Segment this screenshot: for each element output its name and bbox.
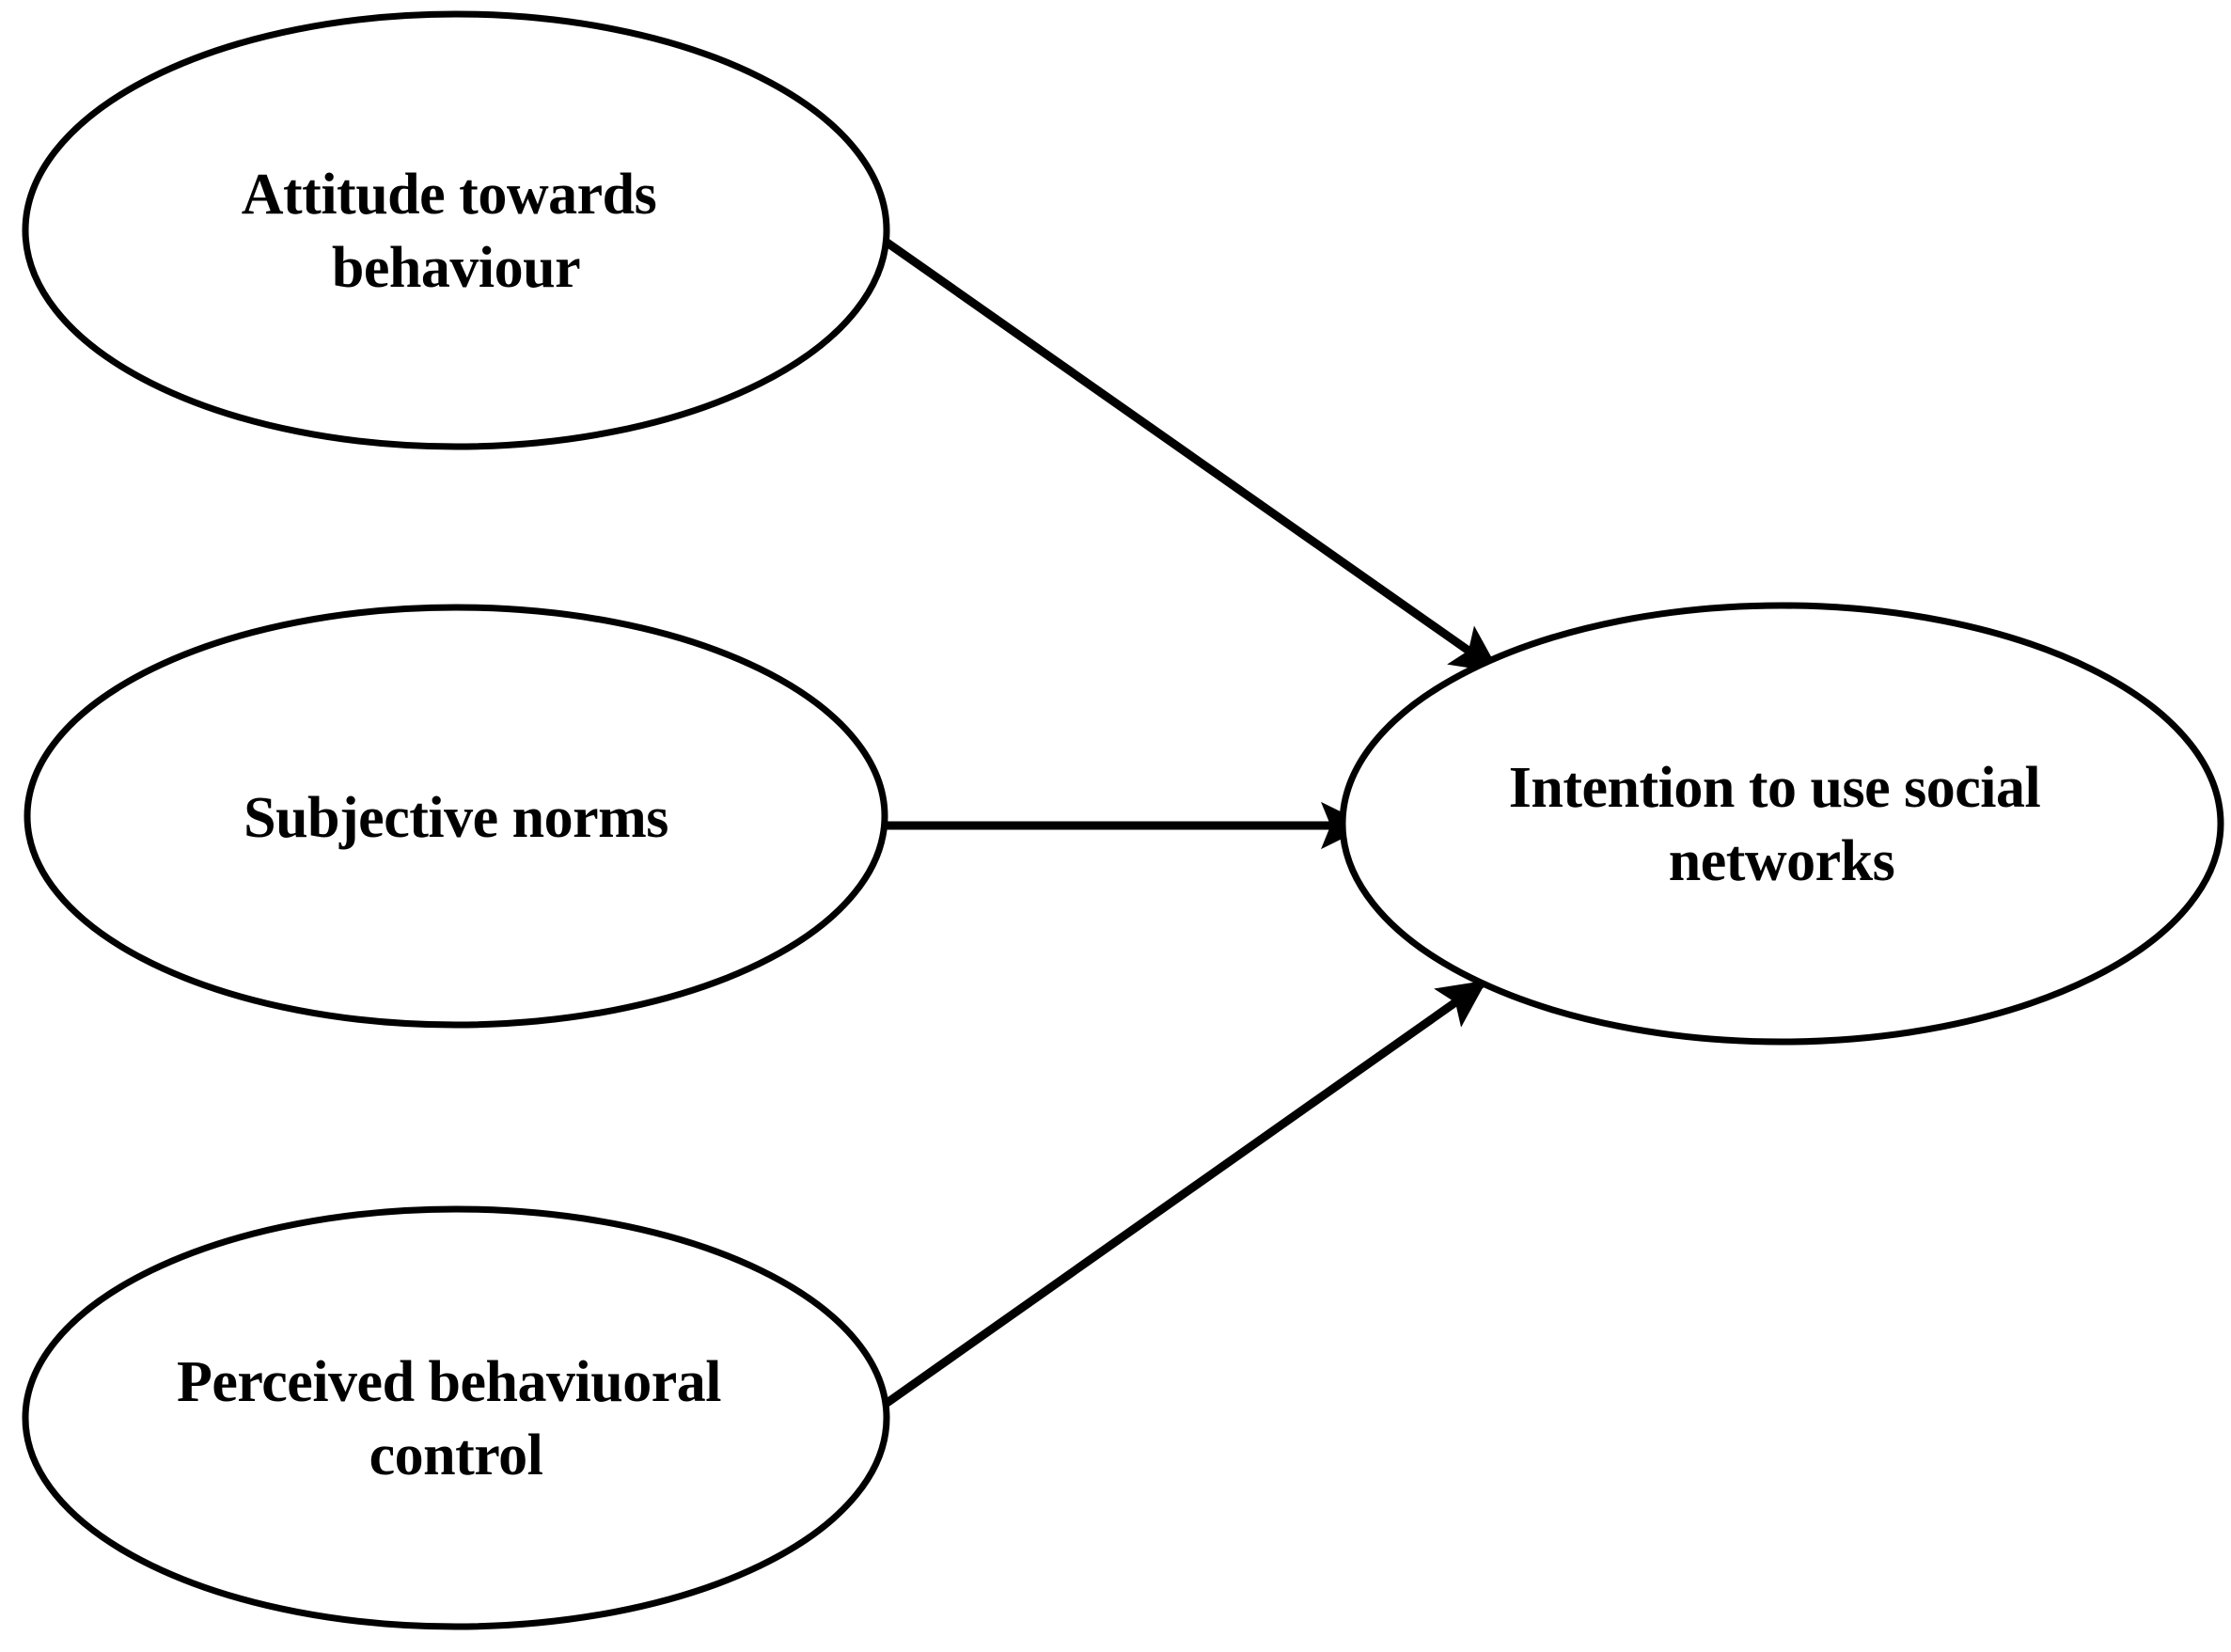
node-intention-to-use-social-networks[interactable]: Intention to use social networks [1339,602,2224,1046]
ellipse-subjective-norms[interactable] [24,604,888,1029]
label-line: Subjective norms [244,786,668,850]
label-line: networks [1669,829,1895,893]
label-intention-to-use-social-networks: Intention to use social networks [1509,756,2054,893]
node-perceived-behavioural-control[interactable]: Perceived behaviuoral control [22,1205,890,1630]
label-line: behaviour [332,236,580,300]
label-line: Attitude towards [242,163,656,227]
edge-attitude-to-intention [867,227,1500,674]
label-perceived-behavioural-control: Perceived behaviuoral control [177,1350,735,1487]
ellipse-attitude-towards-behaviour[interactable] [22,10,890,450]
label-line: Perceived behaviuoral [177,1350,721,1414]
label-attitude-towards-behaviour: Attitude towards behaviour [242,163,670,300]
node-subjective-norms[interactable]: Subjective norms [24,604,888,1029]
label-subjective-norms: Subjective norms [244,786,668,850]
edge-perceived-control-to-intention [867,979,1487,1419]
ellipse-intention-to-use-social-networks[interactable] [1339,602,2224,1046]
ellipse-perceived-behavioural-control[interactable] [22,1205,890,1630]
label-line: control [369,1424,543,1487]
edges-group [867,227,1500,1419]
node-attitude-towards-behaviour[interactable]: Attitude towards behaviour [22,10,890,450]
label-line: Intention to use social [1509,756,2041,820]
